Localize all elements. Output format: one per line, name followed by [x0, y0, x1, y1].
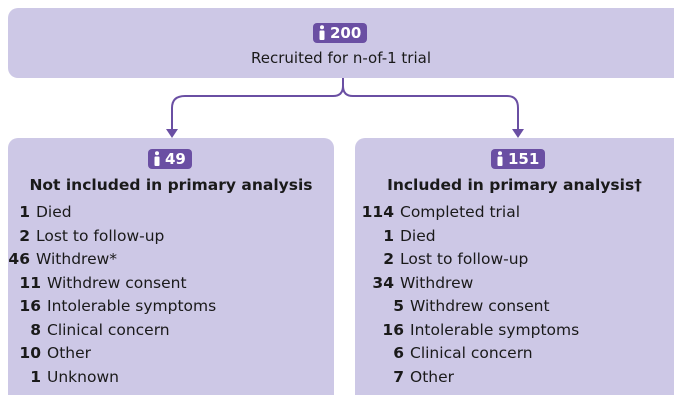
item-label: Died: [400, 226, 436, 245]
item-label: Withdrew consent: [47, 273, 187, 292]
item-count: 6: [393, 344, 404, 362]
list-item: 7 Other: [355, 366, 579, 390]
item-count: 11: [19, 273, 41, 292]
item-count: 114: [361, 203, 394, 221]
not-included-count: 49: [165, 150, 186, 168]
not-included-list: 1 Died 2 Lost to follow-up 46 Withdrew* 11 With…: [8, 201, 216, 389]
item-count: 16: [19, 297, 41, 315]
item-count: 1: [19, 203, 30, 221]
list-item: 16 Intolerable symptoms: [8, 295, 216, 319]
included-title: Included in primary analysis†: [387, 176, 642, 194]
item-label: Withdrew consent: [410, 297, 550, 315]
person-icon: [154, 151, 160, 166]
recruited-count-badge: 200: [313, 23, 368, 43]
item-count: 2: [19, 226, 30, 245]
list-item: 6 Clinical concern: [355, 342, 579, 366]
recruited-box: 200 Recruited for n-of-1 trial: [8, 8, 674, 78]
list-item: 114 Completed trial: [355, 201, 579, 225]
item-count: 1: [383, 226, 394, 245]
list-item: 46 Withdrew*: [8, 248, 216, 272]
arrow-down-icon: [166, 129, 178, 138]
recruited-count: 200: [330, 24, 362, 42]
item-label: Clinical concern: [47, 320, 170, 339]
item-label: Clinical concern: [410, 344, 533, 362]
item-count: 5: [393, 297, 404, 315]
list-item: 1 Died: [355, 225, 579, 249]
item-label: Unknown: [47, 367, 119, 386]
person-icon: [497, 151, 503, 166]
list-item: 5 Withdrew consent: [355, 295, 579, 319]
not-included-box: 49 Not included in primary analysis 1 Die…: [8, 138, 334, 395]
list-item: 11 Withdrew consent: [8, 272, 216, 296]
list-item: 16 Intolerable symptoms: [355, 319, 579, 343]
item-label: Withdrew: [400, 273, 474, 292]
list-item: 34 Withdrew: [355, 272, 579, 296]
item-label: Intolerable symptoms: [47, 297, 217, 315]
item-count: 2: [383, 250, 394, 268]
item-label: Completed trial: [400, 203, 521, 221]
list-item: 1 Unknown: [8, 366, 216, 390]
item-count: 16: [382, 320, 404, 339]
included-list: 114 Completed trial 1 Died 2 Lost to follow-u…: [355, 201, 580, 390]
item-label: Lost to follow-up: [400, 250, 529, 268]
item-label: Withdrew*: [36, 250, 118, 268]
not-included-count-badge: 49: [148, 149, 192, 169]
item-label: Died: [36, 203, 72, 221]
included-count-badge: 151: [491, 149, 546, 169]
item-count: 8: [30, 320, 41, 339]
recruited-label: Recruited for n-of-1 trial: [251, 49, 431, 67]
item-count: 10: [19, 344, 41, 362]
included-count: 151: [508, 150, 540, 168]
connector-line: [171, 78, 519, 130]
item-label: Lost to follow-up: [36, 226, 165, 245]
list-item: 2 Lost to follow-up: [8, 225, 216, 249]
list-item: 1 Died: [8, 201, 216, 225]
item-count: 34: [372, 273, 394, 292]
list-item: 10 Other: [8, 342, 216, 366]
item-label: Intolerable symptoms: [410, 320, 580, 339]
list-item: 8 Clinical concern: [8, 319, 216, 343]
item-count: 7: [393, 367, 404, 386]
included-box: 151 Included in primary analysis† 114 Com…: [355, 138, 674, 395]
item-count: 46: [8, 250, 30, 268]
person-icon: [319, 25, 325, 40]
list-item: 2 Lost to follow-up: [355, 248, 579, 272]
arrow-down-icon: [512, 129, 524, 138]
item-count: 1: [30, 367, 41, 386]
item-label: Other: [47, 344, 92, 362]
not-included-title: Not included in primary analysis: [29, 176, 313, 194]
item-label: Other: [410, 367, 455, 386]
